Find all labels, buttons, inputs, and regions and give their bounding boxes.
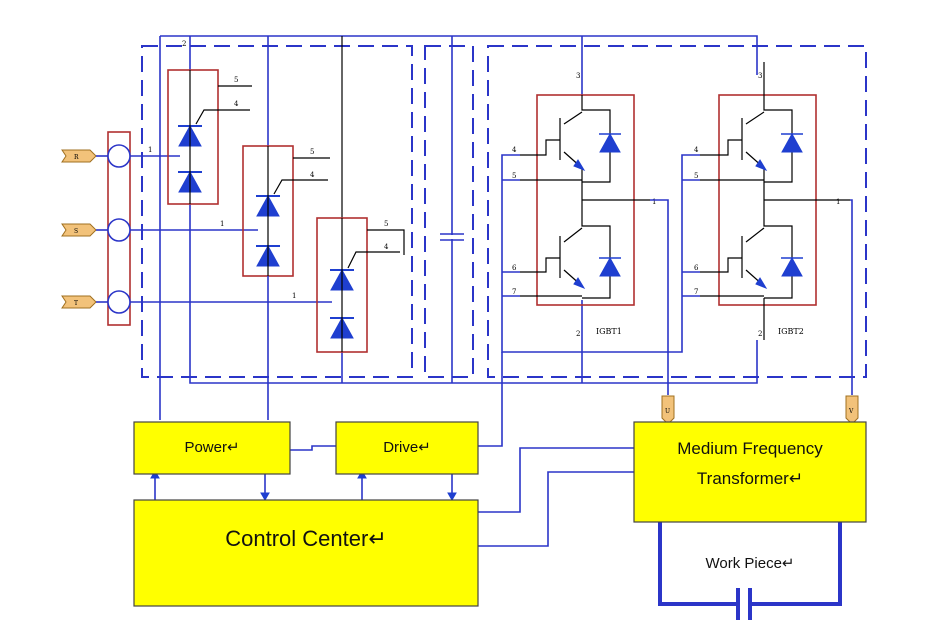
gate-drive-wiring (478, 154, 853, 447)
pin-label: 2 (182, 40, 186, 48)
arrow-down-icon (260, 492, 270, 502)
igbt1-label: IGBT1 (596, 327, 622, 336)
igbt-module-2: 4 5 6 7 1 3 2 IGBT2 (694, 62, 850, 340)
pin-label: 6 (512, 264, 517, 272)
pin-label: 7 (694, 288, 698, 296)
capacitor-gap (441, 235, 463, 239)
pin-label: 1 (220, 220, 224, 228)
pin-label: 5 (384, 220, 388, 228)
input-s: S (61, 218, 258, 242)
pin-label: 3 (576, 72, 580, 80)
igbt-module-1: 4 5 6 7 1 3 2 IGBT1 (512, 72, 656, 338)
control-center-label: Control Center↵ (225, 526, 387, 551)
drive-label: Drive↵ (383, 439, 431, 456)
negative-bus (189, 204, 758, 384)
control-center-block: Control Center↵ (133, 499, 479, 607)
rectifier-module-3: 5 4 1 (292, 217, 405, 353)
input-s-ring (107, 218, 131, 242)
power-block: Power↵ (133, 421, 291, 475)
output-v: V (845, 395, 859, 425)
input-r-ring (107, 144, 131, 168)
transformer-label-line2: Transformer↵ (697, 469, 803, 488)
input-t-ring (107, 290, 131, 314)
pin-label: 7 (512, 288, 516, 296)
diode-icon (599, 256, 621, 277)
input-t: T (61, 290, 332, 314)
pin-label: 4 (234, 100, 239, 108)
work-piece-left-wire (658, 522, 736, 606)
power-label: Power↵ (184, 439, 239, 456)
diode-icon (781, 132, 803, 153)
pin-label: 3 (758, 72, 762, 80)
diode-icon (599, 132, 621, 153)
pin-label: 4 (384, 243, 389, 251)
pin-label: 5 (512, 172, 516, 180)
medium-frequency-transformer-block: Medium Frequency Transformer↵ (633, 421, 867, 523)
emitter-arrow-icon (755, 277, 768, 290)
output-v-wire (850, 199, 853, 395)
transformer-label-line1: Medium Frequency (677, 439, 823, 458)
pin-label: 5 (310, 148, 314, 156)
emitter-arrow-icon (573, 277, 586, 290)
igbt2-label: IGBT2 (778, 327, 804, 336)
pin-label: 2 (576, 330, 580, 338)
pin-label: 5 (694, 172, 698, 180)
work-piece-loop: Work Piece↵ (658, 522, 842, 620)
pin-label: 1 (148, 146, 152, 154)
input-s-label: S (74, 228, 78, 235)
rectifier-module-2: 5 4 1 (220, 145, 330, 277)
input-terminals: R S T (61, 131, 332, 326)
pin-label: 4 (512, 146, 517, 154)
pin-label: 1 (292, 292, 296, 300)
positive-bus-top (160, 35, 758, 75)
rectifier-module-1: 5 4 1 2 (148, 40, 252, 205)
gate-drive-bus (501, 154, 700, 353)
pin-label: 2 (758, 330, 762, 338)
work-piece-label: Work Piece↵ (706, 555, 795, 572)
pin-label: 4 (310, 171, 315, 179)
work-piece-right-wire (752, 522, 842, 606)
control-to-transformer-1 (478, 447, 634, 513)
control-to-transformer-2 (478, 471, 634, 547)
inverter-enclosure (487, 45, 867, 378)
input-r-label: R (74, 154, 79, 161)
dc-bus (159, 35, 758, 420)
arrow-down-icon (447, 492, 457, 502)
input-t-label: T (74, 300, 78, 307)
pin-label: 5 (234, 76, 238, 84)
pin-label: 4 (694, 146, 699, 154)
output-u-wire (650, 199, 669, 395)
output-u-label: U (665, 408, 670, 415)
pin-label: 1 (652, 198, 656, 206)
drive-block: Drive↵ (335, 421, 479, 475)
output-v-label: V (848, 408, 854, 415)
emitter-arrow-icon (755, 159, 768, 172)
drive-to-igbt-wire (478, 352, 503, 447)
diode-icon (781, 256, 803, 277)
output-terminals: U V (661, 395, 859, 425)
rectifier-enclosure (141, 45, 413, 378)
power-to-drive-wire (290, 445, 336, 451)
capacitor-enclosure (424, 45, 474, 378)
dashed-enclosures (141, 45, 867, 378)
pin-label: 6 (694, 264, 699, 272)
input-r: R (61, 144, 180, 168)
output-u: U (661, 395, 675, 425)
pin-label: 1 (836, 198, 840, 206)
emitter-arrow-icon (573, 159, 586, 172)
